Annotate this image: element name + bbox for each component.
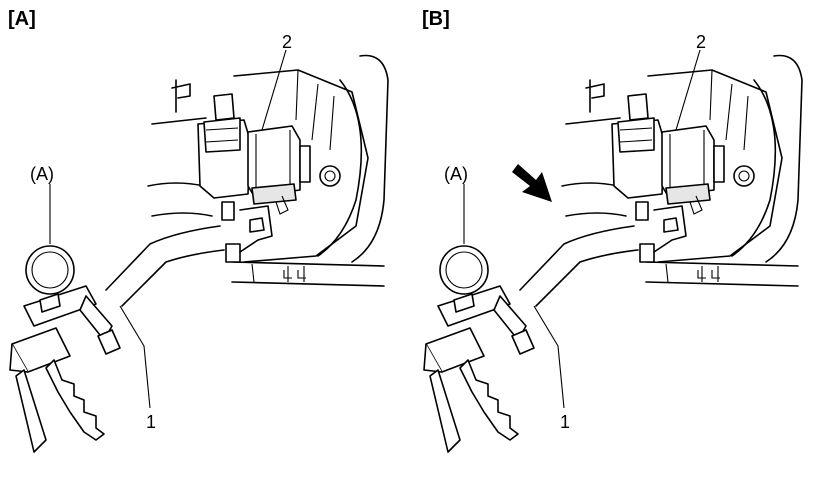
vacuum-hose bbox=[519, 225, 639, 307]
engine-background bbox=[561, 54, 803, 287]
gauge-callout: (A) bbox=[444, 164, 468, 184]
hose-callout: 1 bbox=[560, 412, 570, 432]
valve-callout: 2 bbox=[282, 32, 292, 52]
panel-a-diagram: (A) 1 2 bbox=[9, 32, 389, 453]
engine-background bbox=[147, 54, 389, 287]
solenoid-valve bbox=[197, 93, 341, 263]
hand-vacuum-pump bbox=[9, 245, 121, 453]
panel-b-diagram: (A) 1 2 bbox=[423, 32, 803, 453]
leader-lines bbox=[49, 49, 287, 409]
gauge-callout: (A) bbox=[30, 164, 54, 184]
panel-b-label: [B] bbox=[422, 8, 450, 30]
leader-lines bbox=[463, 49, 701, 409]
hose-callout: 1 bbox=[146, 412, 156, 432]
panel-a-label: [A] bbox=[8, 8, 36, 30]
vacuum-hose bbox=[105, 225, 225, 307]
solenoid-valve bbox=[611, 93, 755, 263]
valve-callout: 2 bbox=[696, 32, 706, 52]
direction-arrow-icon bbox=[512, 164, 552, 202]
hand-vacuum-pump bbox=[423, 245, 535, 453]
